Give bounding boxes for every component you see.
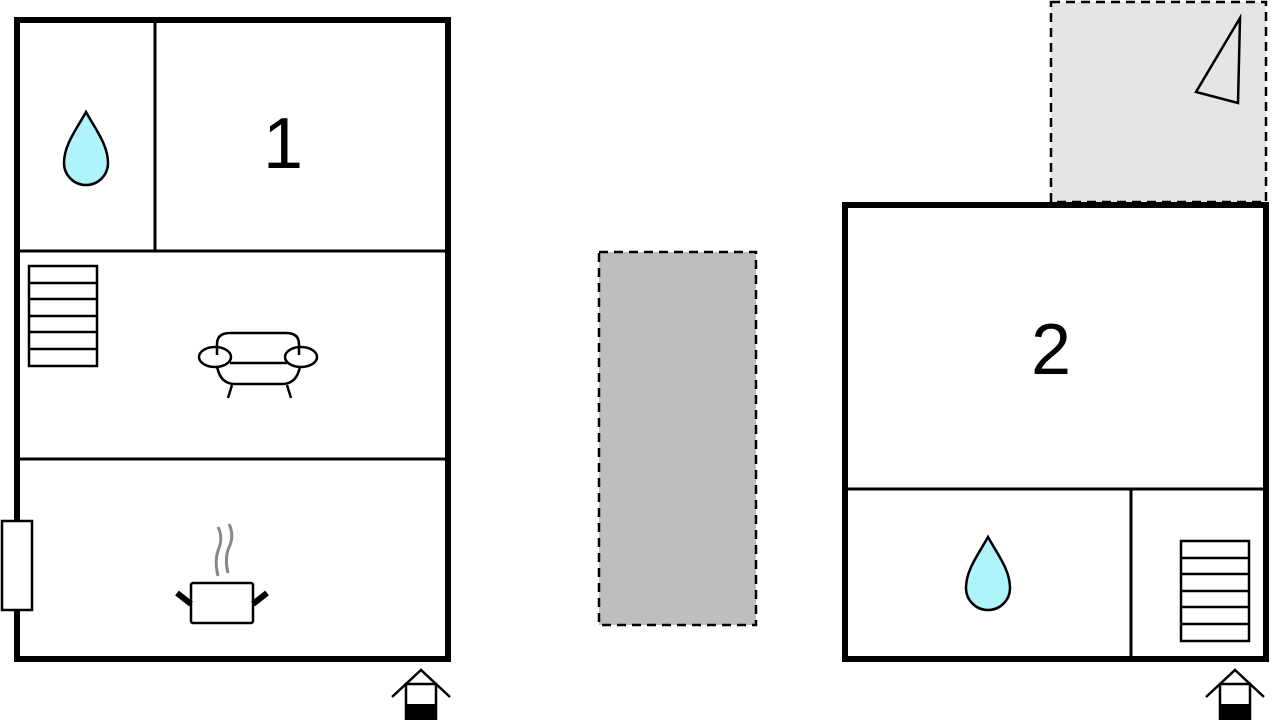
entrance-icon xyxy=(1205,668,1265,720)
floor-1-outer-wall xyxy=(14,17,451,662)
kitchen-pot-icon xyxy=(175,523,269,625)
terrace-area xyxy=(597,250,758,627)
room-number-1: 1 xyxy=(263,104,303,184)
stairs-icon xyxy=(27,264,99,368)
entrance-icon xyxy=(391,668,451,720)
stairs-icon xyxy=(1179,539,1251,643)
north-arrow-icon xyxy=(1194,13,1242,105)
floor-2-outer-wall xyxy=(842,202,1269,662)
floor-2-plan: 2 xyxy=(842,0,1269,720)
floor-1-plan: 1 xyxy=(0,17,451,720)
room-number-2: 2 xyxy=(1031,310,1071,390)
bathroom-drop-icon xyxy=(964,534,1012,612)
sofa-icon xyxy=(197,331,319,399)
bathroom-drop-icon xyxy=(62,109,110,187)
window xyxy=(0,519,34,612)
